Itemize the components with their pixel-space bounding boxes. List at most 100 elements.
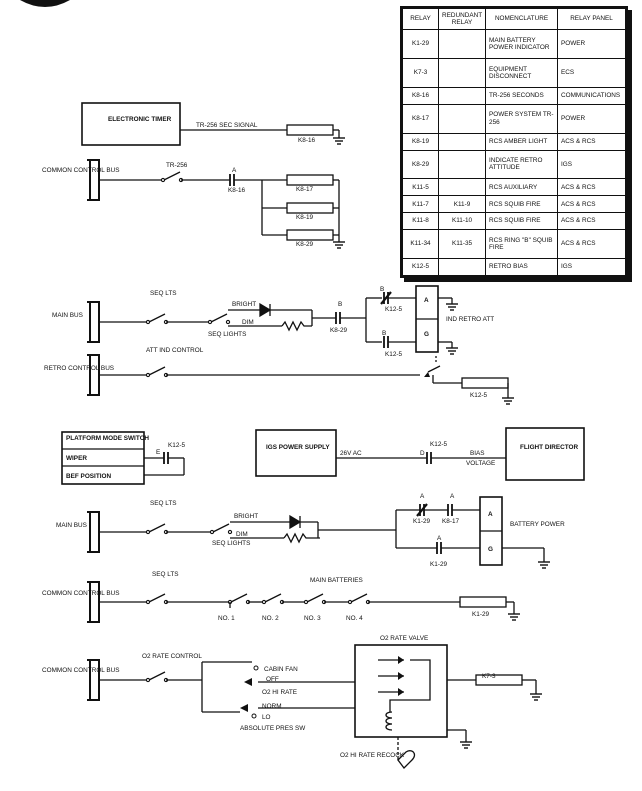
relay-panel-cell: COMMUNICATIONS bbox=[557, 86, 626, 105]
common-control-bus-2-label: COMMON CONTROL BUS bbox=[42, 590, 120, 597]
wiper-label: WIPER bbox=[66, 455, 87, 462]
k8-29-contact-label: K8-29 bbox=[330, 327, 347, 334]
relay-panel-cell: ECS bbox=[557, 57, 626, 88]
header-relay-panel: RELAY PANEL bbox=[557, 8, 626, 30]
redundant-relay-cell bbox=[437, 149, 487, 180]
lo-label: LO bbox=[262, 714, 271, 721]
relay-cell: K8-17 bbox=[402, 103, 439, 134]
k12-5-label-3: K12-5 bbox=[168, 442, 185, 449]
retro-control-bus bbox=[86, 354, 100, 396]
k12-5-label-4: K12-5 bbox=[430, 441, 447, 448]
recock-lever bbox=[397, 750, 416, 769]
k8-29-coil bbox=[286, 229, 334, 241]
contact-a-label-1: A bbox=[232, 167, 237, 174]
valve-solenoid bbox=[385, 711, 393, 731]
contact-a-label-3: A bbox=[450, 493, 455, 500]
relay-cell: K1-29 bbox=[402, 29, 439, 59]
contact-b-label-3: B bbox=[382, 330, 386, 337]
contact-b-label-2: B bbox=[380, 286, 384, 293]
o2-hi-rate-label: O2 HI RATE bbox=[262, 689, 297, 696]
relay-cell: K7-3 bbox=[402, 57, 439, 88]
seq-lts-switch-3 bbox=[145, 593, 169, 605]
k8-19-coil bbox=[286, 202, 334, 214]
battery-no4-label: NO. 4 bbox=[346, 615, 363, 622]
nomenclature-cell: EQUIPMENT DISCONNECT bbox=[485, 57, 559, 88]
header-relay: RELAY bbox=[402, 8, 439, 30]
k7-3-label: K7-3 bbox=[482, 673, 496, 680]
lamp-a-label-1: A bbox=[424, 297, 429, 304]
retro-control-bus-label: RETRO CONTROL BUS bbox=[44, 365, 114, 372]
lamp-a-label-2: A bbox=[488, 511, 493, 518]
resistor-1 bbox=[281, 320, 312, 332]
tr-256-switch-label: TR-256 bbox=[166, 162, 188, 169]
k12-5-coil-label: K12-5 bbox=[470, 392, 487, 399]
k8-29-contact bbox=[335, 311, 341, 325]
redundant-relay-cell bbox=[437, 29, 487, 59]
electronic-timer-label: ELECTRONIC TIMER bbox=[108, 116, 172, 123]
battery-no1-label: NO. 1 bbox=[218, 615, 235, 622]
contact-a-label-4: A bbox=[437, 535, 442, 542]
diode-2 bbox=[289, 514, 302, 530]
seq-lights-label-1: SEQ LIGHTS bbox=[208, 331, 246, 338]
k12-5-label-2: K12-5 bbox=[385, 351, 402, 358]
bright-label-2: BRIGHT bbox=[234, 513, 258, 520]
o2-rate-control-switch bbox=[145, 671, 169, 683]
seq-lts-label-1: SEQ LTS bbox=[150, 290, 177, 297]
k12-5-label-1: K12-5 bbox=[385, 306, 402, 313]
k8-29-label: K8-29 bbox=[296, 241, 313, 248]
common-control-bus-2 bbox=[86, 581, 100, 623]
relay-panel-cell: IGS bbox=[557, 149, 626, 180]
redundant-relay-cell: K11-10 bbox=[437, 212, 487, 231]
k8-19-label: K8-19 bbox=[296, 214, 313, 221]
header-nomenclature: NOMENCLATURE bbox=[485, 8, 559, 30]
relay-table: RELAY REDUNDANT RELAY NOMENCLATURE RELAY… bbox=[400, 6, 628, 278]
k8-17-contact-label: K8-17 bbox=[442, 518, 459, 525]
att-ind-control-label: ATT IND CONTROL bbox=[146, 347, 204, 354]
nomenclature-cell: MAIN BATTERY POWER INDICATOR bbox=[485, 29, 559, 59]
bright-label-1: BRIGHT bbox=[232, 301, 256, 308]
k8-17-coil bbox=[286, 174, 334, 186]
igs-power-supply-box bbox=[255, 429, 337, 477]
o2-rate-valve-label: O2 RATE VALVE bbox=[380, 635, 428, 642]
bias-label: BIAS bbox=[470, 450, 485, 457]
ground-icon bbox=[529, 693, 543, 701]
k8-17-contact bbox=[447, 503, 453, 517]
ground-icon bbox=[459, 741, 473, 749]
electronic-timer-box bbox=[81, 102, 181, 146]
redundant-relay-cell bbox=[437, 57, 487, 88]
battery-switch-3 bbox=[303, 593, 327, 605]
redundant-relay-cell bbox=[437, 257, 487, 277]
k12-5-contact-2 bbox=[383, 335, 389, 349]
lamp-g-label-1: G bbox=[424, 331, 429, 338]
ground-icon bbox=[332, 137, 346, 145]
battery-switch-1 bbox=[227, 593, 251, 605]
att-ind-control-switch bbox=[145, 366, 169, 378]
battery-no3-label: NO. 3 bbox=[304, 615, 321, 622]
common-control-bus-3-label: COMMON CONTROL BUS bbox=[42, 667, 120, 674]
flight-director-label: FLIGHT DIRECTOR bbox=[520, 444, 578, 451]
common-control-bus-1 bbox=[86, 159, 100, 201]
platform-mode-switch-box bbox=[61, 431, 145, 485]
battery-no2-label: NO. 2 bbox=[262, 615, 279, 622]
seq-lights-label-2: SEQ LIGHTS bbox=[212, 540, 250, 547]
seq-lts-switch-1 bbox=[145, 313, 169, 325]
cabin-fan-label: CABIN FAN bbox=[264, 666, 298, 673]
dim-label-2: DIM bbox=[236, 531, 248, 538]
contact-a-label-2: A bbox=[420, 493, 425, 500]
header-redundant-relay: REDUNDANT RELAY bbox=[437, 8, 487, 30]
igs-power-supply-label: IGS POWER SUPPLY bbox=[266, 444, 330, 451]
nomenclature-cell: POWER SYSTEM TR-256 bbox=[485, 103, 559, 134]
o2-hi-rate-recock-label: O2 HI RATE RECOCK bbox=[340, 752, 405, 759]
resistor-2 bbox=[283, 532, 320, 544]
seq-lights-switch-2 bbox=[209, 523, 233, 535]
k1-29-coil-label: K1-29 bbox=[472, 611, 489, 618]
nomenclature-cell: INDICATE RETRO ATTITUDE bbox=[485, 149, 559, 180]
relay-table-header: RELAY REDUNDANT RELAY NOMENCLATURE RELAY… bbox=[402, 8, 626, 30]
main-bus-2-label: MAIN BUS bbox=[56, 522, 87, 529]
seq-lts-label-3: SEQ LTS bbox=[152, 571, 179, 578]
